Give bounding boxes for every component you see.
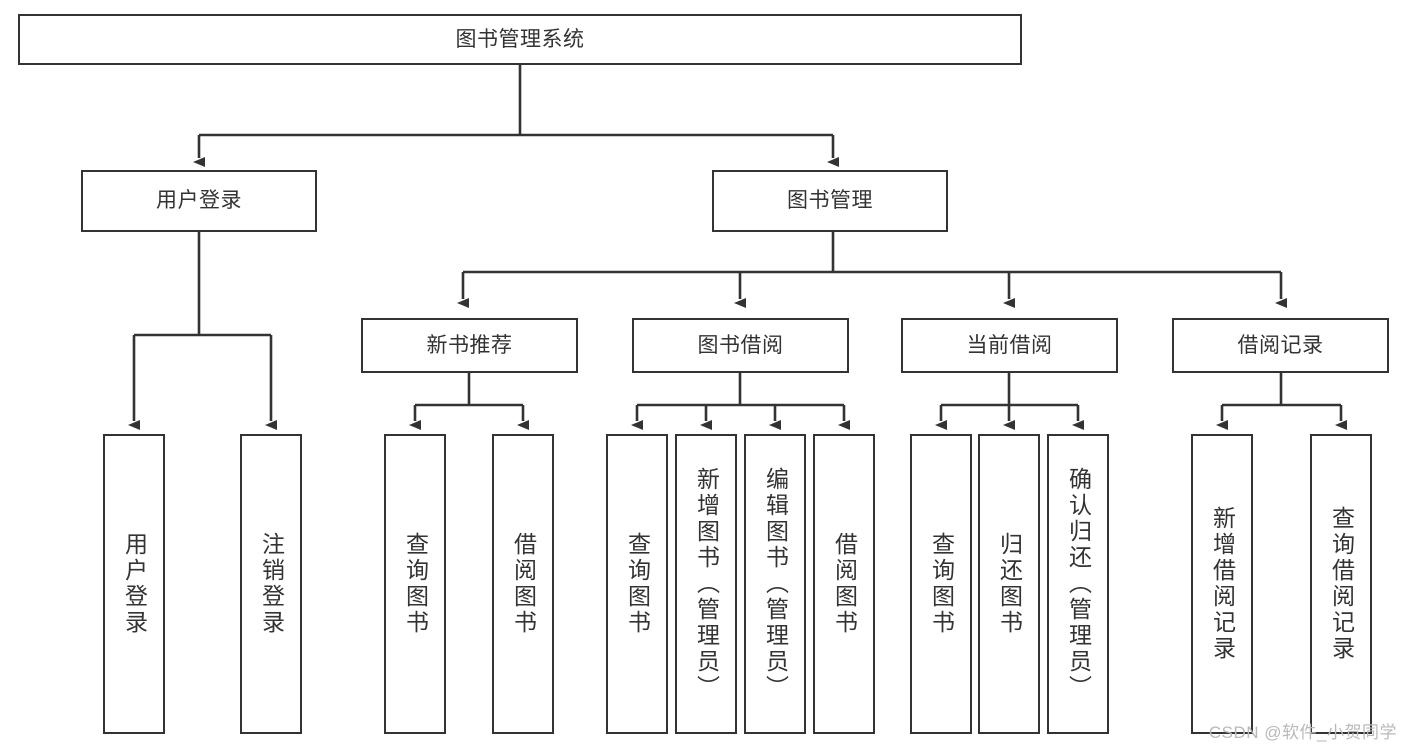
node-label: 编辑图书（管理员）: [762, 467, 789, 701]
node-label: 查询图书: [402, 532, 429, 636]
node-label: 图书借阅: [697, 333, 784, 357]
leaf-book-borrow-add[interactable]: 新增图书（管理员）: [675, 434, 737, 734]
node-label: 图书管理系统: [455, 27, 585, 51]
leaf-book-borrow-edit[interactable]: 编辑图书（管理员）: [744, 434, 806, 734]
node-label: 查询图书: [928, 532, 955, 636]
node-label: 查询图书: [624, 532, 651, 636]
node-label: 借阅图书: [510, 532, 537, 636]
node-label: 借阅记录: [1237, 333, 1324, 357]
node-book-manage[interactable]: 图书管理: [712, 170, 948, 232]
leaf-current-borrow-return[interactable]: 归还图书: [978, 434, 1040, 734]
node-label: 归还图书: [996, 532, 1023, 636]
leaf-book-borrow-query[interactable]: 查询图书: [606, 434, 668, 734]
node-label: 用户登录: [121, 532, 148, 636]
leaf-borrow-record-add[interactable]: 新增借阅记录: [1191, 434, 1253, 734]
leaf-borrow-record-query[interactable]: 查询借阅记录: [1310, 434, 1372, 734]
node-book-borrow[interactable]: 图书借阅: [632, 318, 849, 373]
node-label: 借阅图书: [831, 532, 858, 636]
node-root-system[interactable]: 图书管理系统: [18, 14, 1022, 65]
node-current-borrow[interactable]: 当前借阅: [901, 318, 1118, 373]
node-label: 注销登录: [258, 532, 285, 636]
leaf-user-login-signout[interactable]: 注销登录: [240, 434, 302, 734]
leaf-book-borrow-lend[interactable]: 借阅图书: [813, 434, 875, 734]
node-label: 当前借阅: [966, 333, 1053, 357]
node-new-book-recommend[interactable]: 新书推荐: [361, 318, 578, 373]
node-borrow-record[interactable]: 借阅记录: [1172, 318, 1389, 373]
leaf-new-book-query[interactable]: 查询图书: [384, 434, 446, 734]
node-label: 用户登录: [156, 189, 242, 213]
node-label: 确认归还（管理员）: [1065, 467, 1092, 701]
node-label: 图书管理: [787, 189, 873, 213]
node-label: 查询借阅记录: [1328, 506, 1355, 662]
node-label: 新增借阅记录: [1209, 506, 1236, 662]
node-user-login[interactable]: 用户登录: [81, 170, 317, 232]
leaf-current-borrow-query[interactable]: 查询图书: [910, 434, 972, 734]
node-label: 新书推荐: [426, 333, 513, 357]
leaf-user-login-signin[interactable]: 用户登录: [103, 434, 165, 734]
node-label: 新增图书（管理员）: [693, 467, 720, 701]
leaf-new-book-borrow[interactable]: 借阅图书: [492, 434, 554, 734]
leaf-current-borrow-confirm-return[interactable]: 确认归还（管理员）: [1047, 434, 1109, 734]
